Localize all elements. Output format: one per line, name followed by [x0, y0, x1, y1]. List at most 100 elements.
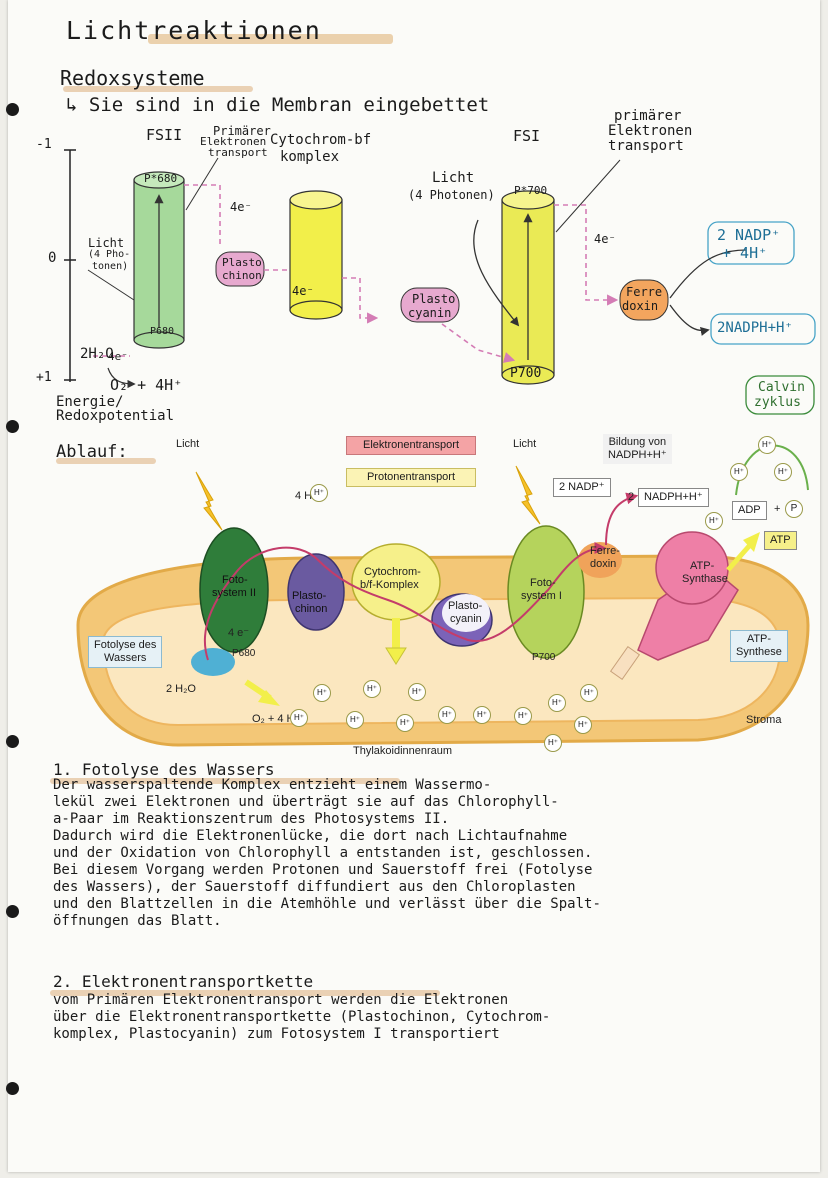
proton-chip: H⁺: [438, 706, 456, 724]
nadph-label: 2NADPH+H⁺: [717, 320, 793, 336]
plastochinon-sketch-1: Plasto: [222, 256, 262, 269]
axis-mid-label: 0: [48, 250, 57, 266]
licht-left-3: tonen): [92, 261, 129, 272]
section1-line: öffnungen das Blatt.: [53, 913, 222, 929]
electron-path: [203, 542, 607, 661]
punch-hole: [6, 905, 19, 918]
section1-line: Der wasserspaltende Komplex entzieht ein…: [53, 777, 492, 793]
axis-top-label: -1: [36, 137, 52, 152]
atp-synthase-2: Synthase: [682, 573, 728, 585]
adp-box: ADP: [732, 501, 767, 520]
plus-p: +: [774, 503, 781, 515]
atp-synthese-label: ATP- Synthese: [730, 630, 788, 662]
section2-line: komplex, Plastocyanin) zum Fotosystem I …: [53, 1026, 500, 1042]
licht-mid-1: Licht: [432, 170, 475, 186]
proton-chip: H⁺: [730, 463, 748, 481]
axis-bottom-label: +1: [36, 370, 52, 385]
redox-sketch: [64, 149, 816, 415]
p680-bottom: P680: [150, 326, 175, 337]
nadp-label-1: 2 NADP⁺: [717, 226, 781, 244]
section1-line: und der Oxidation von Chlorophyll a ents…: [53, 845, 593, 861]
nadph-box: NADPH+H⁺: [638, 488, 709, 507]
plastocyanin-sketch-2: cyanin: [408, 306, 452, 320]
section1-body: Der wasserspaltende Komplex entzieht ein…: [53, 777, 823, 930]
proton-chip: H⁺: [408, 683, 426, 701]
licht-right-label: Licht: [513, 438, 537, 450]
fotolyse-line-1: Fotolyse des: [94, 639, 157, 651]
section1-line: Dadurch wird die Elektronenlücke, die do…: [53, 828, 568, 844]
punch-hole: [6, 1082, 19, 1095]
fotolyse-line-2: Wassers: [104, 652, 147, 664]
ferredoxin-sketch-1: Ferre: [626, 285, 663, 299]
licht-mid-2: (4 Photonen): [408, 188, 495, 202]
proton-chip: H⁺: [774, 463, 792, 481]
proton-chip: H⁺: [473, 706, 491, 724]
proton-chip: H⁺: [514, 707, 532, 725]
proton-chip: H⁺: [396, 714, 414, 732]
p680-label: P680: [232, 648, 256, 659]
ferredoxin-diagram-2: doxin: [590, 558, 617, 570]
electrons-label: 4e⁻: [594, 232, 616, 246]
protonentransport-legend: Protonentransport: [346, 468, 476, 487]
four-e-label: 4 e⁻: [228, 627, 250, 639]
oxygen-label: O₂ + 4H⁺: [110, 376, 183, 394]
ferredoxin-diagram-1: Ferre-: [590, 545, 620, 557]
licht-left-label: Licht: [176, 438, 200, 450]
plastochinon-sketch-2: chinon: [222, 269, 262, 282]
proton-chip: H⁺: [548, 694, 566, 712]
calvin-label-1: Calvin: [758, 380, 805, 395]
section1-heading: 1. Fotolyse des Wassers: [53, 760, 275, 779]
ablauf-label: Ablauf:: [56, 442, 128, 462]
calvin-label-2: zyklus: [754, 395, 801, 410]
section2-line: vom Primären Elektronentransport werden …: [53, 992, 509, 1008]
electrons-label: 4e⁻: [108, 350, 128, 363]
bildung-nadph-label: Bildung von NADPH+H⁺: [603, 434, 672, 464]
fsii-label: FSII: [146, 126, 183, 144]
notebook-page: Lichtreaktionen Redoxsysteme ↳ Sie sind …: [6, 0, 823, 1172]
title-highlight: [148, 34, 393, 44]
nadp-box: 2 NADP⁺: [553, 478, 611, 497]
plastochinon-shape: [287, 553, 345, 631]
cytochrom-label-2: b/f-Komplex: [360, 579, 419, 591]
plastocyanin-label-2: cyanin: [450, 613, 482, 625]
page-title: Lichtreaktionen: [66, 16, 322, 45]
nadp-label-2: + 4H⁺: [722, 244, 768, 262]
water-diagram-label: 2 H₂O: [166, 683, 196, 695]
plastochinon-label-1: Plasto-: [292, 590, 327, 602]
axis-label-redox: Redoxpotential: [56, 408, 175, 424]
section1-line: Bei diesem Vorgang werden Protonen und S…: [53, 862, 593, 878]
proton-chip: H⁺: [705, 512, 723, 530]
bildung-line-1: Bildung von: [608, 436, 667, 448]
proton-chip: H⁺: [574, 716, 592, 734]
punch-hole: [6, 103, 19, 116]
thylakoid-label: Thylakoidinnenraum: [353, 745, 453, 757]
section2-line: über die Elektronentransportkette (Plast…: [53, 1009, 551, 1025]
axis-label-energy: Energie/: [56, 394, 124, 410]
p700-top: P*700: [514, 184, 548, 197]
subtitle-highlight: [63, 86, 253, 92]
proton-chip: H⁺: [363, 680, 381, 698]
proton-chip: H⁺: [346, 711, 364, 729]
phosphate-chip: P: [785, 500, 803, 518]
proton-chip: H⁺: [580, 684, 598, 702]
oxygen-diagram-label: O₂ + 4 H⁺: [252, 713, 301, 725]
p700-label: P700: [532, 652, 556, 663]
primary-transport-label-1: Primärer: [213, 124, 271, 138]
fotosystem1-label-1: Foto-: [530, 577, 556, 589]
section2-body: vom Primären Elektronentransport werden …: [53, 992, 823, 1043]
section1-line: lekül zwei Elektronen und überträgt sie …: [53, 794, 559, 810]
electrons-label: 4e⁻: [292, 284, 314, 298]
bildung-line-2: NADPH+H⁺: [608, 449, 667, 461]
section1-line: des Wassers), der Sauerstoff diffundiert…: [53, 879, 576, 895]
primary-transport-right-3: transport: [608, 138, 684, 154]
atp-box: ATP: [764, 531, 797, 550]
atp-synthese-line-2: Synthese: [736, 646, 782, 658]
proton-chip: H⁺: [290, 709, 308, 727]
stroma-label: Stroma: [746, 714, 782, 726]
fotolyse-label: Fotolyse des Wassers: [88, 636, 163, 668]
cytochrom-label-1: Cytochrom-bf: [270, 132, 372, 148]
proton-chip: H⁺: [313, 684, 331, 702]
proton-chip: H⁺: [544, 734, 562, 752]
punch-hole: [6, 420, 19, 433]
ablauf-highlight: [56, 458, 156, 464]
